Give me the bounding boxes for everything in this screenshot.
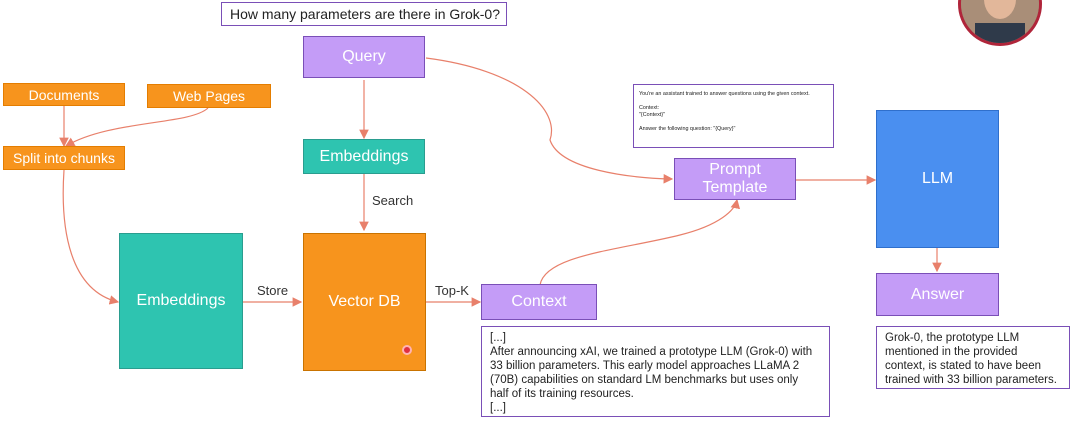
answer-line-4: trained with 33 billion parameters. [885, 374, 1057, 386]
answer-node: Answer [876, 273, 999, 316]
documents-label: Documents [28, 86, 100, 103]
context-line-2: After announcing xAI, we trained a proto… [490, 346, 813, 358]
context-line-1: [...] [490, 332, 506, 344]
context-node: Context [481, 284, 597, 320]
question-text: How many parameters are there in Grok-0? [230, 6, 500, 22]
split-chunks-node: Split into chunks [3, 146, 125, 170]
answer-line-2: mentioned in the provided [885, 346, 1018, 358]
query-embeddings-label: Embeddings [319, 147, 409, 165]
vector-db-node: Vector DB [303, 233, 426, 371]
cursor-dot-icon [402, 345, 412, 355]
llm-node: LLM [876, 110, 999, 248]
vector-db-label: Vector DB [328, 293, 401, 310]
store-edge-label: Store [257, 283, 289, 298]
search-edge-label: Search [372, 193, 414, 208]
query-embeddings-node: Embeddings [303, 139, 425, 174]
query-node: Query [303, 36, 425, 78]
edge-query-prompt [425, 57, 674, 184]
edge-context-prompt [539, 198, 741, 286]
prompt-template-label-line2: Template [702, 179, 768, 196]
documents-node: Documents [3, 83, 125, 106]
web-pages-node: Web Pages [147, 84, 271, 108]
edge-webpages-split [64, 107, 209, 147]
context-line-3: 33 billion parameters. This early model … [490, 360, 800, 372]
answer-line-1: Grok-0, the prototype LLM [885, 332, 1020, 344]
context-line-6: [...] [490, 402, 506, 414]
prompt-line-2: Context: [639, 105, 660, 111]
answer-label: Answer [910, 285, 965, 303]
document-embeddings-node: Embeddings [119, 233, 243, 369]
context-label: Context [511, 293, 567, 310]
prompt-line-1: You're an assistant trained to answer qu… [639, 91, 810, 97]
answer-line-3: context, is stated to have been [885, 360, 1041, 372]
web-pages-label: Web Pages [172, 88, 246, 104]
prompt-line-4: Answer the following question: "{Query}" [639, 126, 736, 132]
query-label: Query [342, 48, 386, 65]
prompt-template-text-box: You're an assistant trained to answer qu… [633, 84, 834, 148]
prompt-template-node: Prompt Template [674, 158, 796, 200]
prompt-template-label-line1: Prompt [709, 161, 761, 178]
context-line-4: (70B) capabilities on standard LM benchm… [490, 374, 799, 386]
topk-edge-label: Top-K [435, 283, 469, 298]
context-line-5: half of its training resources. [490, 388, 634, 400]
document-embeddings-label: Embeddings [136, 292, 226, 309]
prompt-line-3: "{Context}" [639, 112, 666, 118]
split-chunks-label: Split into chunks [13, 150, 115, 166]
llm-label: LLM [921, 170, 954, 187]
edge-split-embeddings [62, 169, 120, 305]
question-box: How many parameters are there in Grok-0? [221, 2, 507, 26]
answer-text-box: Grok-0, the prototype LLM mentioned in t… [876, 326, 1070, 389]
context-passage-box: [...] After announcing xAI, we trained a… [481, 326, 830, 417]
